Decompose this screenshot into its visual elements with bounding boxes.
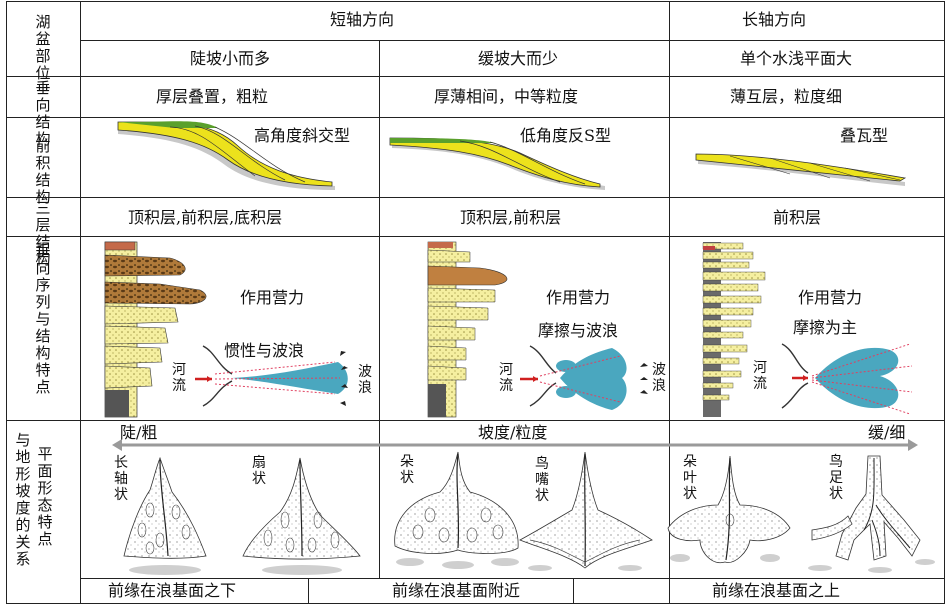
force-label-2: 作用营力	[546, 288, 611, 307]
planform-lobe-leaf	[667, 455, 791, 564]
shape-lobate: 朵状	[400, 454, 414, 486]
sequence-column-3	[702, 242, 766, 417]
force-label-1: 作用营力	[240, 288, 305, 307]
row-label-foreset: 前积结构	[35, 137, 51, 206]
row-label-vertical: 垂向结构	[35, 79, 51, 148]
sequence-column-1	[104, 241, 207, 418]
force-c3: 摩擦为主	[793, 318, 858, 337]
sequence-column-2	[427, 241, 508, 418]
vertical-c3: 薄互层，粒度细	[730, 87, 843, 106]
front-c2: 前缘在浪基面附近	[392, 581, 521, 600]
force-label-3: 作用营力	[798, 288, 863, 307]
vertical-c2: 厚薄相间，中等粒度	[434, 87, 579, 106]
foreset-low-angle-s	[389, 137, 605, 190]
foreset-c3: 叠瓦型	[840, 126, 889, 145]
shape-elongate: 长轴状	[114, 455, 128, 503]
force-c2: 摩擦与波浪	[538, 321, 619, 340]
shape-fan: 扇状	[252, 455, 266, 487]
foreset-c2: 低角度反S型	[520, 126, 611, 145]
jet-diagram-3	[781, 343, 913, 415]
planform-cuspate	[519, 451, 653, 571]
three-layer-c3: 前积层	[773, 208, 822, 227]
foreset-c1: 高角度斜交型	[254, 126, 351, 145]
row-label-three-layer: 三层结构	[35, 199, 51, 268]
wave-label-1: 波浪	[358, 364, 372, 396]
planform-elongate	[123, 456, 207, 575]
river-label-3: 河流	[753, 360, 767, 392]
row-label-planform: 平面形态特点	[37, 445, 53, 548]
force-c1: 惯性与波浪	[224, 341, 305, 360]
jet-diagram-2	[520, 345, 648, 410]
foreset-high-angle	[117, 121, 335, 190]
row-label-sequence: 垂向序列与结构特点	[35, 242, 51, 396]
col3-header: 单个水浅平面大	[740, 49, 853, 68]
short-axis-header: 短轴方向	[330, 10, 395, 29]
shape-lobe-leaf: 朵叶状	[683, 454, 697, 502]
foreset-shingled	[695, 153, 907, 186]
slope-label: 坡度/粒度	[478, 423, 548, 442]
river-label-1: 河流	[172, 362, 186, 394]
shape-birdfoot: 鸟足状	[829, 454, 843, 502]
col1-header: 陡坡小而多	[190, 49, 271, 68]
front-c1: 前缘在浪基面之下	[108, 581, 237, 600]
planform-birdfoot	[808, 455, 935, 573]
vertical-c1: 厚层叠置，粗粒	[156, 87, 269, 106]
gentle-label: 缓/细	[868, 423, 906, 442]
planform-fan	[242, 457, 361, 575]
slope-arrow	[112, 439, 918, 451]
row-label-slope: 与地形坡度的关系	[15, 431, 31, 568]
front-c3: 前缘在浪基面之上	[712, 581, 841, 600]
three-layer-c2: 顶积层,前积层	[460, 208, 562, 227]
three-layer-c1: 顶积层,前积层,底积层	[128, 208, 283, 227]
planform-lobate	[394, 451, 519, 569]
table-grid	[6, 1, 945, 604]
wave-label-2: 波浪	[652, 362, 666, 394]
corner-label: 湖盆部位	[35, 13, 51, 82]
col2-header: 缓坡大而少	[478, 49, 559, 68]
shape-cuspate: 鸟嘴状	[535, 456, 549, 504]
steep-label: 陡/粗	[120, 423, 158, 442]
jet-diagram-1	[195, 345, 348, 407]
long-axis-header: 长轴方向	[742, 10, 807, 29]
river-label-2: 河流	[499, 362, 513, 394]
